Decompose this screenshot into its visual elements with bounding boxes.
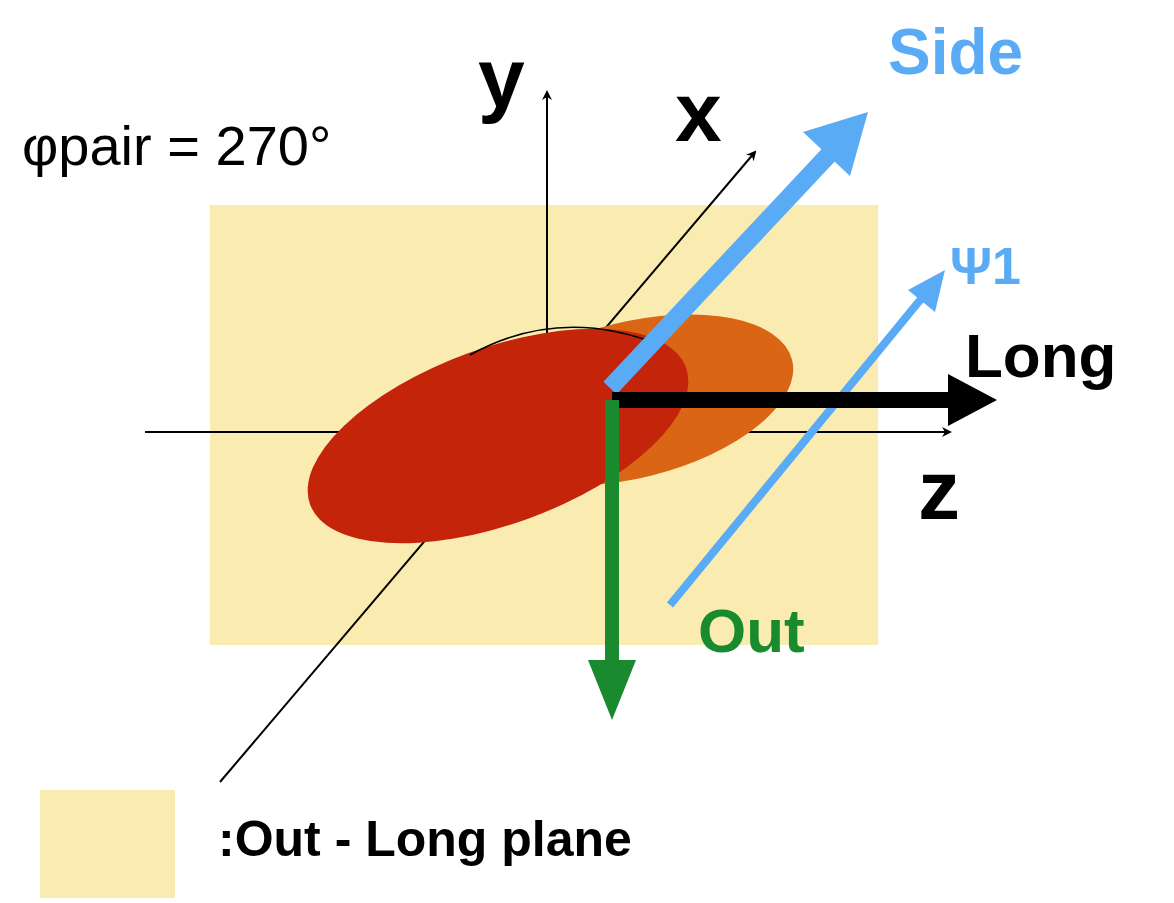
y-axis [546, 92, 548, 335]
out-arrow [605, 400, 619, 665]
axis-label: x [675, 70, 722, 154]
psi1-arrow [670, 288, 930, 605]
side-arrow [610, 148, 835, 388]
vector-label: Long [965, 325, 1117, 387]
axis-label: y [478, 36, 525, 120]
psi1-head [908, 270, 945, 312]
vector-label: Out [698, 600, 805, 662]
legend-text: :Out - Long plane [218, 814, 632, 864]
out-long-plane [210, 205, 878, 645]
angle-label: φpair = 270° [22, 118, 331, 174]
vector-label: Ψ1 [950, 240, 1021, 292]
vector-label: Side [888, 20, 1023, 84]
side-head [803, 112, 868, 176]
legend-swatch [40, 790, 175, 898]
ellipse-front [280, 285, 716, 587]
out-head [588, 660, 636, 720]
long-arrow [612, 392, 955, 408]
ellipse-edge [470, 327, 660, 355]
axis-label: z [918, 448, 960, 532]
